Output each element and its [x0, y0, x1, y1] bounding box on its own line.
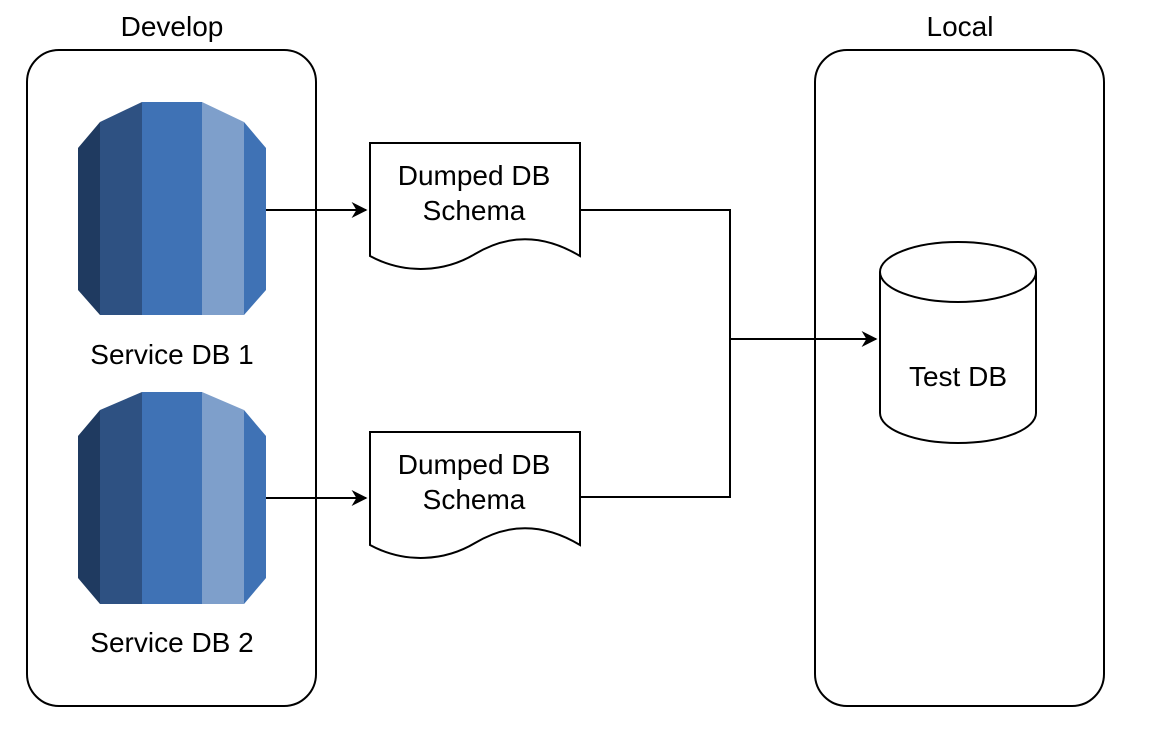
edge-dump-1-to-test-db — [580, 209, 731, 339]
dumped-schema-2-line1: Dumped DB — [398, 449, 551, 480]
document-shape — [369, 142, 581, 270]
document-shape — [369, 431, 581, 559]
dumped-schema-1-line1: Dumped DB — [398, 160, 551, 191]
rds-database-icon — [78, 392, 266, 604]
cylinder-top — [879, 241, 1037, 303]
service-db-1-node[interactable]: Service DB 1 — [78, 102, 266, 370]
develop-title: Develop — [121, 11, 224, 42]
service-db-1-label: Service DB 1 — [90, 339, 253, 370]
service-db-2-label: Service DB 2 — [90, 627, 253, 658]
cylinder-body — [879, 272, 1037, 444]
rds-database-icon — [78, 102, 266, 315]
service-db-2-node[interactable]: Service DB 2 — [78, 392, 266, 658]
dumped-schema-1-line2: Schema — [423, 195, 526, 226]
test-db-label: Test DB — [909, 361, 1007, 392]
connectors — [266, 202, 878, 506]
edge-dump-2-to-test-db — [580, 339, 731, 498]
test-db-node[interactable]: Test DB — [879, 241, 1037, 444]
dumped-schema-2-node[interactable]: Dumped DB Schema — [369, 431, 581, 559]
local-title: Local — [927, 11, 994, 42]
dumped-schema-2-line2: Schema — [423, 484, 526, 515]
dumped-schema-1-node[interactable]: Dumped DB Schema — [369, 142, 581, 270]
